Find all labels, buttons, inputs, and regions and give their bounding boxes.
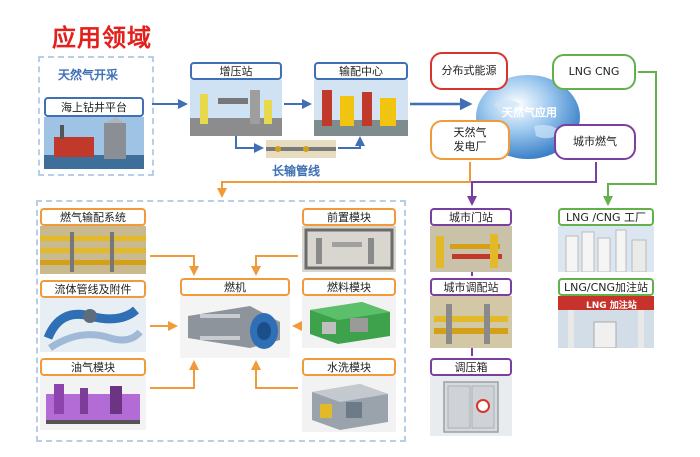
fuel-module-photo (302, 296, 396, 348)
oil-gas-module-label: 油气模块 (40, 358, 146, 376)
city-gate-station-photo (430, 226, 512, 272)
lng-cng-factory-label: LNG /CNG 工厂 (558, 208, 654, 226)
water-wash-to-turbine-arrow (251, 360, 298, 389)
city-regulating-station-label: 城市调配站 (430, 278, 512, 296)
lng-cng-factory-photo (558, 226, 654, 272)
power-plant-to-modules-arrow (217, 162, 471, 198)
gas-turbine-label: 燃机 (180, 278, 290, 296)
gas-distribution-system-label: 燃气输配系统 (40, 208, 146, 226)
booster-station-label: 增压站 (190, 62, 282, 80)
gas-extraction-heading: 天然气开采 (58, 68, 119, 82)
gas-distribution-system-photo (40, 226, 146, 274)
offshore-platform-photo (44, 117, 144, 169)
gas-extraction-box (38, 56, 154, 176)
long-pipeline-label: 长输管线 (272, 164, 321, 178)
city-gate-station-label: 城市门站 (430, 208, 512, 226)
lng-cng-filling-station-label: LNG/CNG加注站 (558, 278, 654, 296)
water-wash-module-photo (302, 376, 396, 432)
pressure-box-label: 调压箱 (430, 358, 512, 376)
pre-module-label: 前置模块 (302, 208, 396, 226)
offshore-platform-label: 海上钻井平台 (44, 97, 144, 117)
city-gas-bubble: 城市燃气 (554, 124, 636, 160)
oil-gas-to-turbine-arrow (150, 360, 199, 389)
lng-station-sign: LNG 加注站 (586, 301, 637, 311)
gas-distribution-to-turbine-arrow (150, 255, 199, 276)
water-wash-module-label: 水洗模块 (302, 358, 396, 376)
gas-turbine-modules-box (36, 200, 406, 442)
power-plant-line1: 天然气 (453, 125, 487, 139)
lng-cng-filling-station-photo (558, 296, 654, 348)
oil-gas-module-photo (40, 376, 146, 430)
long-pipeline-photo (266, 140, 336, 158)
fuel-module-label: 燃料模块 (302, 278, 396, 296)
gas-turbine-photo (180, 296, 290, 358)
pipes-fittings-photo (40, 298, 146, 352)
distribution-center-photo (314, 80, 408, 136)
distributed-energy-bubble: 分布式能源 (430, 52, 508, 90)
distribution-center-label: 输配中心 (314, 62, 408, 80)
city-gas-to-gate-arrow (467, 162, 597, 206)
pipeline-to-distribution-arrow (338, 136, 365, 149)
city-regulating-station-photo (430, 296, 512, 348)
power-plant-bubble: 天然气 发电厂 (430, 120, 510, 160)
lng-to-factory-arrow (603, 71, 657, 206)
pre-module-photo (302, 226, 396, 272)
power-plant-line2: 发电厂 (453, 140, 487, 153)
pipes-fittings-label: 流体管线及附件 (40, 280, 146, 298)
globe-label: 天然气应用 (502, 106, 557, 119)
lng-cng-bubble: LNG CNG (552, 54, 636, 90)
pressure-box-photo (430, 376, 512, 436)
booster-station-photo (190, 80, 282, 136)
booster-to-pipeline-arrow (235, 136, 264, 153)
page-title: 应用领域 (52, 24, 152, 52)
pre-module-to-turbine-arrow (251, 255, 298, 276)
